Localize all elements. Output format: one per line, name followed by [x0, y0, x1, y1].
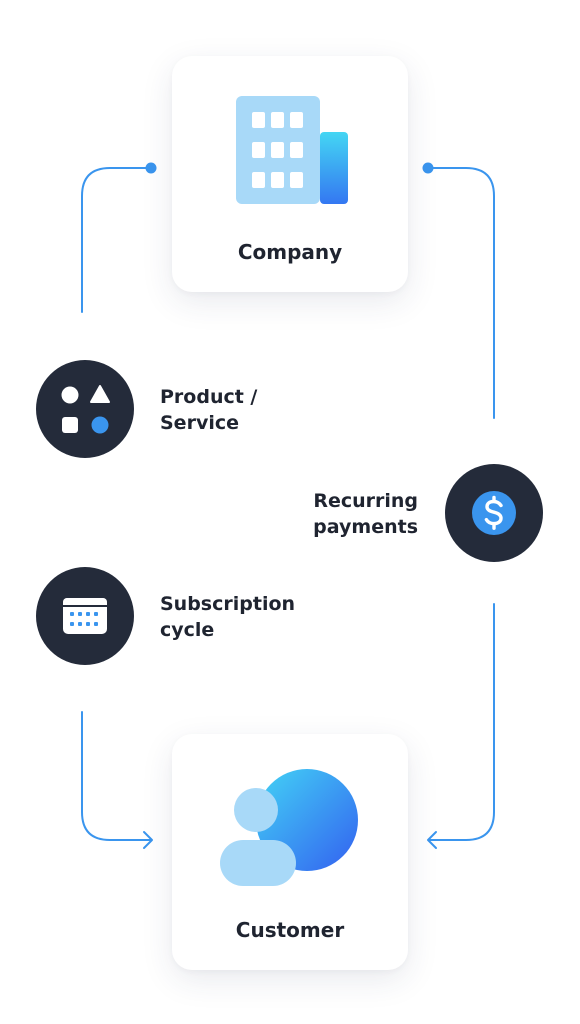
- arrowhead-customer-left: [143, 831, 153, 849]
- subscription-cycle-badge: [36, 567, 134, 665]
- product-service-badge: [36, 360, 134, 458]
- customer-card: Customer: [172, 734, 408, 970]
- subscription-cycle-label: Subscription cycle: [160, 591, 295, 643]
- recurring-payments-label-line1: Recurring: [313, 490, 418, 512]
- customer-icon: [220, 769, 358, 886]
- connector-product-to-company: [81, 167, 151, 313]
- subscription-cycle-label-line1: Subscription: [160, 593, 296, 615]
- dollar-icon: [472, 491, 516, 535]
- product-service-label-line2: Service: [160, 412, 239, 434]
- customer-label: Customer: [235, 918, 345, 942]
- subscription-cycle-label-line2: cycle: [160, 619, 215, 641]
- recurring-payments-label: Recurring payments: [290, 488, 418, 540]
- calendar-icon: [63, 598, 107, 634]
- product-service-label-line1: Product /: [160, 386, 258, 408]
- company-label: Company: [237, 240, 343, 264]
- connector-dot-company-left: [145, 162, 157, 174]
- connector-subscription-to-customer: [81, 711, 151, 841]
- building-icon: [236, 96, 348, 204]
- recurring-payments-badge: [445, 464, 543, 562]
- connector-payments-to-customer: [429, 603, 495, 841]
- arrowhead-customer-right: [427, 831, 437, 849]
- shapes-icon: [61, 385, 110, 434]
- connector-dot-company-right: [422, 162, 434, 174]
- company-card: Company: [172, 56, 408, 292]
- connector-company-to-payments: [427, 167, 495, 419]
- recurring-payments-label-line2: payments: [313, 516, 418, 538]
- product-service-label: Product / Service: [160, 384, 257, 436]
